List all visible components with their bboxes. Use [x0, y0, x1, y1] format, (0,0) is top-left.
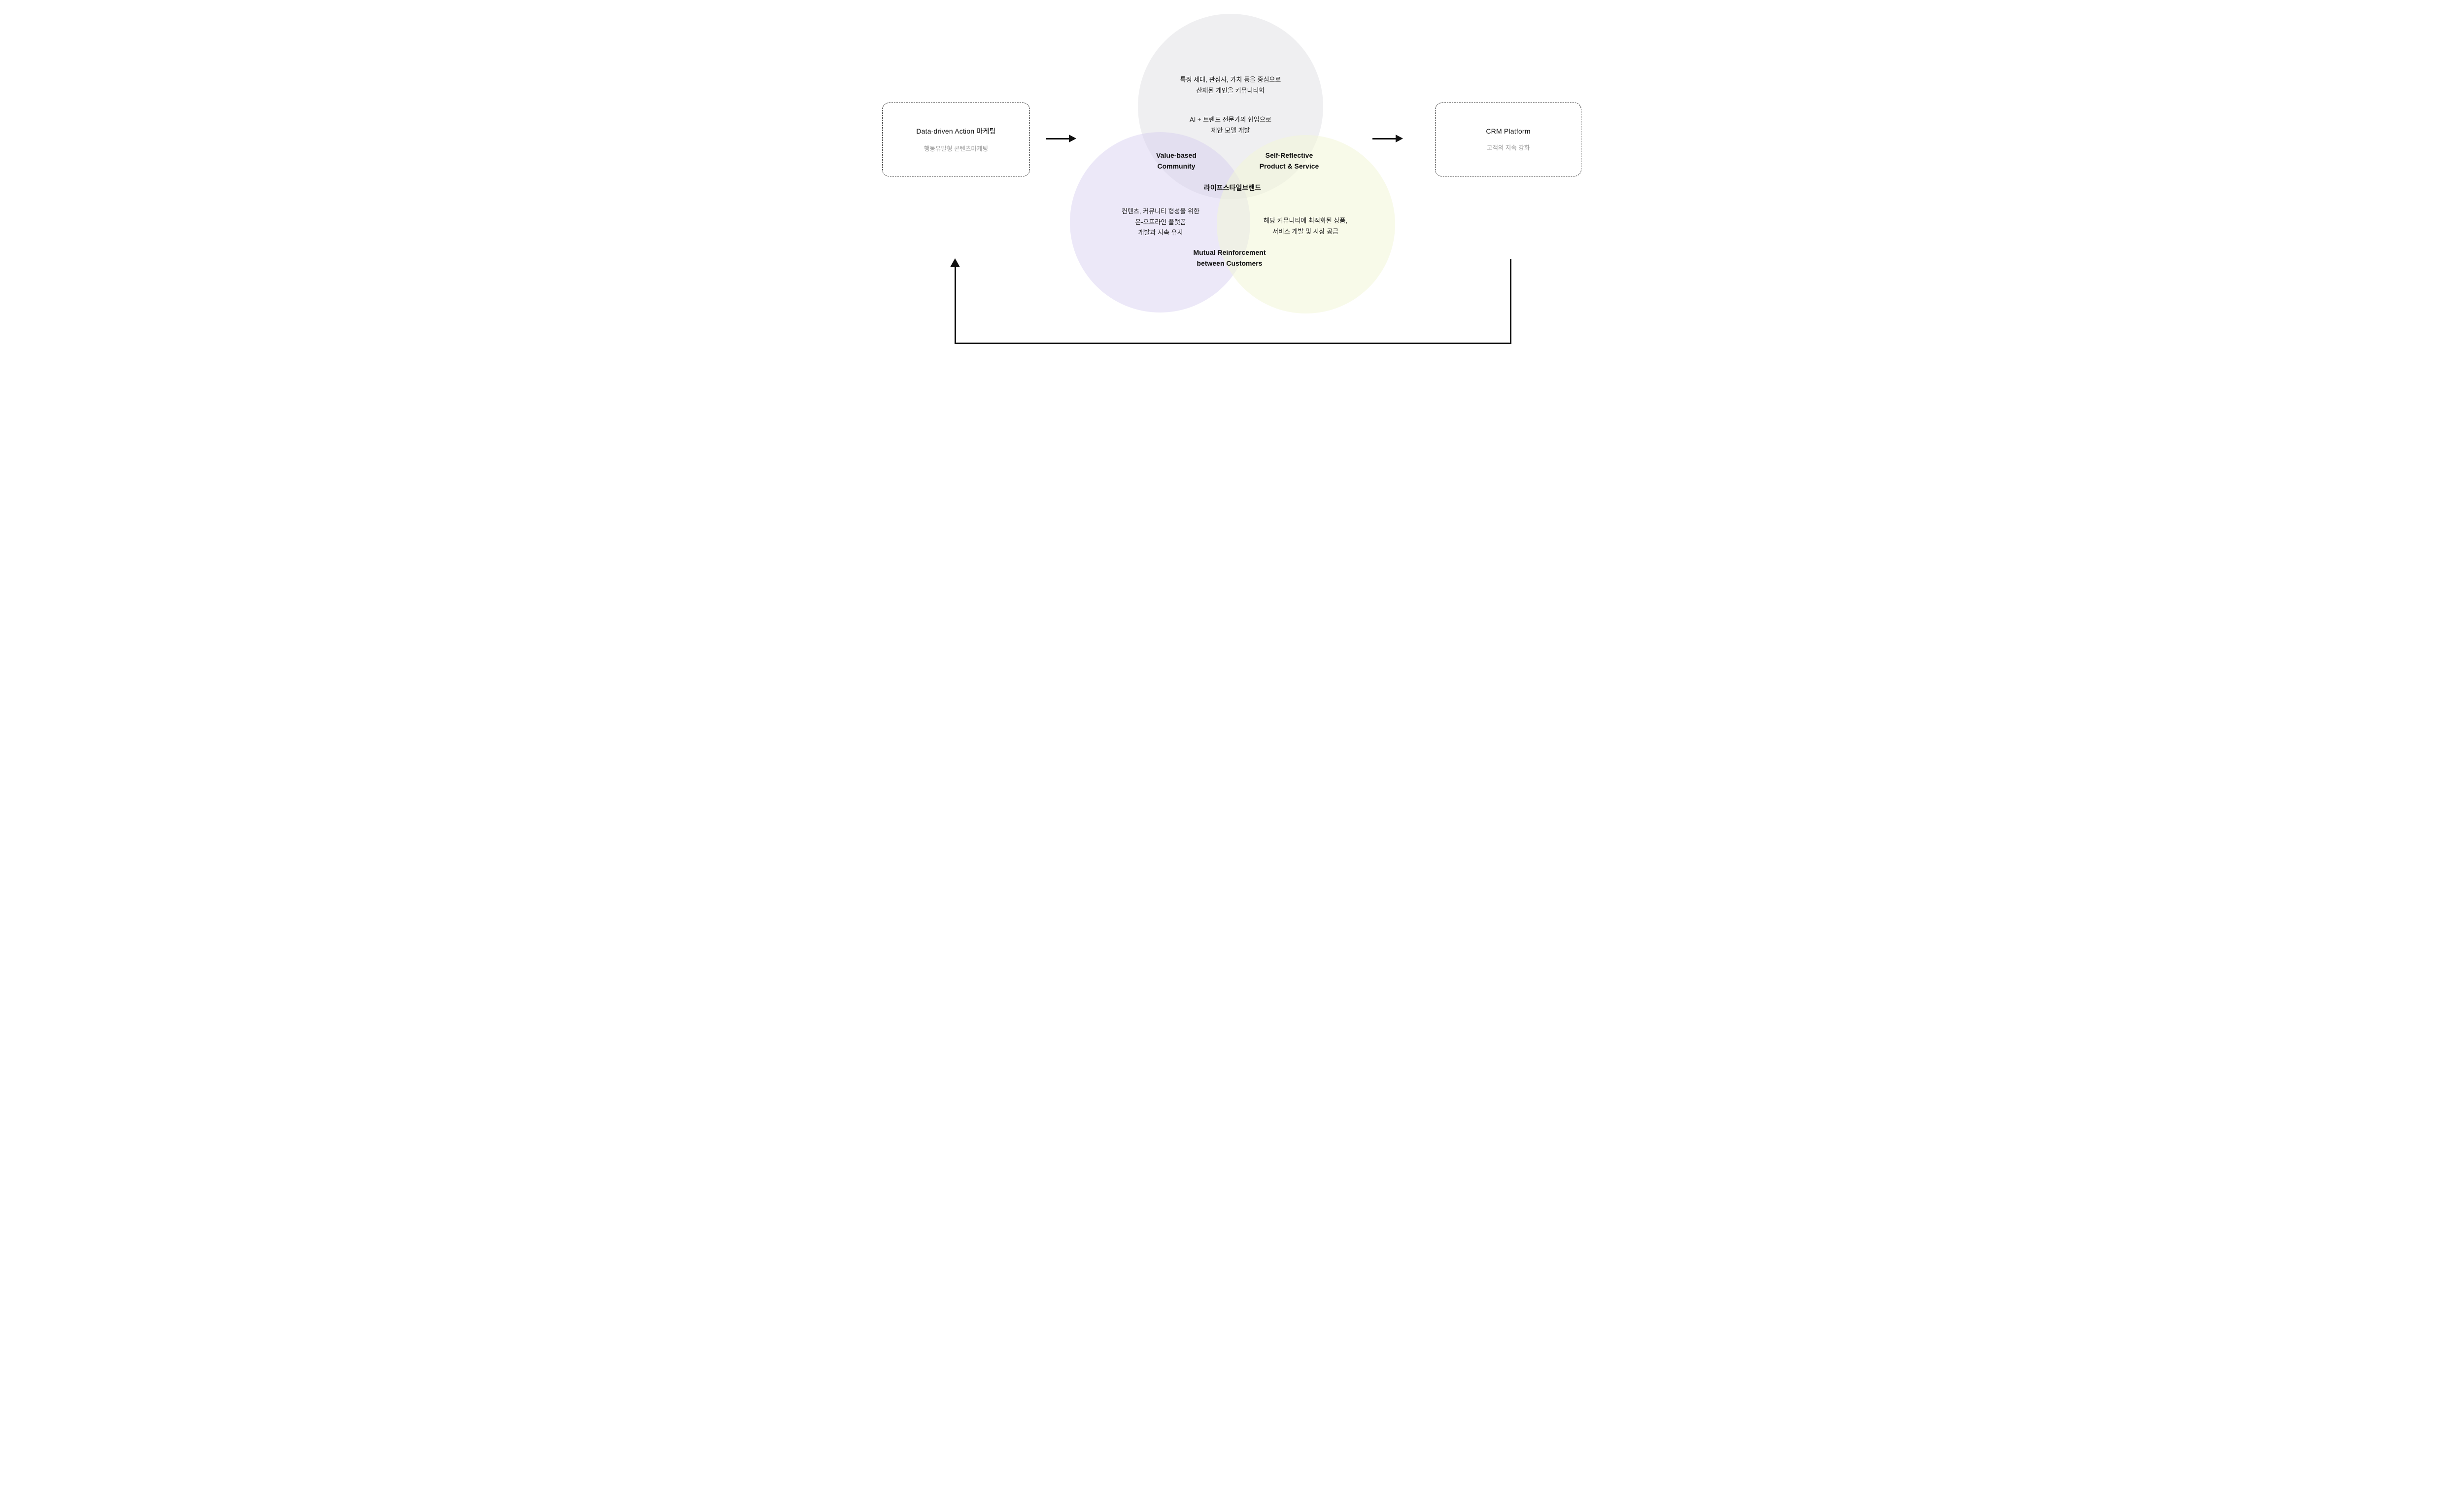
text-line: 해당 커뮤니티에 최적화된 상품,: [1264, 217, 1347, 224]
right-box-subtitle: 고객의 지속 강화: [1486, 144, 1530, 151]
crm-platform-box: CRM Platform 고객의 지속 강화: [1435, 103, 1581, 176]
top-circle-text-ai-model: AI + 트렌드 전문가의 협업으로 제안 모델 개발: [1190, 114, 1271, 136]
text-line: Value-based: [1156, 151, 1197, 159]
left-circle-text-platform: 컨텐츠, 커뮤니티 형성을 위한 온-오프라인 플랫폼 개발과 지속 유지: [1122, 206, 1199, 238]
text-line: 산재된 개인을 커뮤니티화: [1196, 86, 1265, 94]
text-line: Self-Reflective: [1265, 151, 1313, 159]
arrow-right-icon: [1396, 135, 1403, 143]
arrow-up-icon: [950, 258, 960, 267]
lifestyle-brand-label: 라이프스타일브랜드: [1204, 184, 1261, 192]
self-reflective-label: Self-Reflective Product & Service: [1260, 150, 1319, 172]
text-line: 개발과 지속 유지: [1138, 229, 1183, 236]
text-line: 제안 모델 개발: [1211, 126, 1250, 134]
feedback-loop-left-segment: [954, 267, 956, 344]
mutual-reinforcement-label: Mutual Reinforcement between Customers: [1193, 247, 1266, 269]
value-based-community-label: Value-based Community: [1156, 150, 1197, 172]
feedback-loop-bottom-segment: [954, 342, 1511, 344]
text-line: 특정 세대, 관심사, 가치 등을 중심으로: [1180, 76, 1281, 83]
top-circle-text-community: 특정 세대, 관심사, 가치 등을 중심으로 산재된 개인을 커뮤니티화: [1180, 74, 1281, 96]
right-box-title: CRM Platform: [1486, 127, 1531, 135]
text-line: Product & Service: [1259, 162, 1319, 170]
arrow-left-to-venn-shaft: [1046, 138, 1069, 140]
left-box-subtitle: 행동유발형 콘텐츠마케팅: [924, 145, 988, 152]
text-line: Community: [1157, 162, 1196, 170]
arrow-venn-to-right-shaft: [1372, 138, 1396, 140]
text-line: AI + 트렌드 전문가의 협업으로: [1190, 116, 1271, 123]
right-circle-text-product: 해당 커뮤니티에 최적화된 상품, 서비스 개발 및 시장 공급: [1264, 215, 1347, 237]
text-line: between Customers: [1197, 259, 1263, 267]
text-line: 온-오프라인 플랫폼: [1135, 218, 1186, 226]
data-driven-action-box: Data-driven Action 마케팅 행동유발형 콘텐츠마케팅: [882, 103, 1030, 176]
text-line: 컨텐츠, 커뮤니티 형성을 위한: [1122, 208, 1199, 215]
arrow-right-icon: [1069, 135, 1076, 143]
text-line: Mutual Reinforcement: [1193, 248, 1266, 256]
text-line: 서비스 개발 및 시장 공급: [1272, 227, 1339, 235]
diagram-canvas: Data-driven Action 마케팅 행동유발형 콘텐츠마케팅 CRM …: [821, 0, 1643, 374]
venn-right-circle: [1217, 135, 1395, 313]
feedback-loop-right-segment: [1509, 259, 1511, 344]
left-box-title: Data-driven Action 마케팅: [916, 127, 996, 135]
